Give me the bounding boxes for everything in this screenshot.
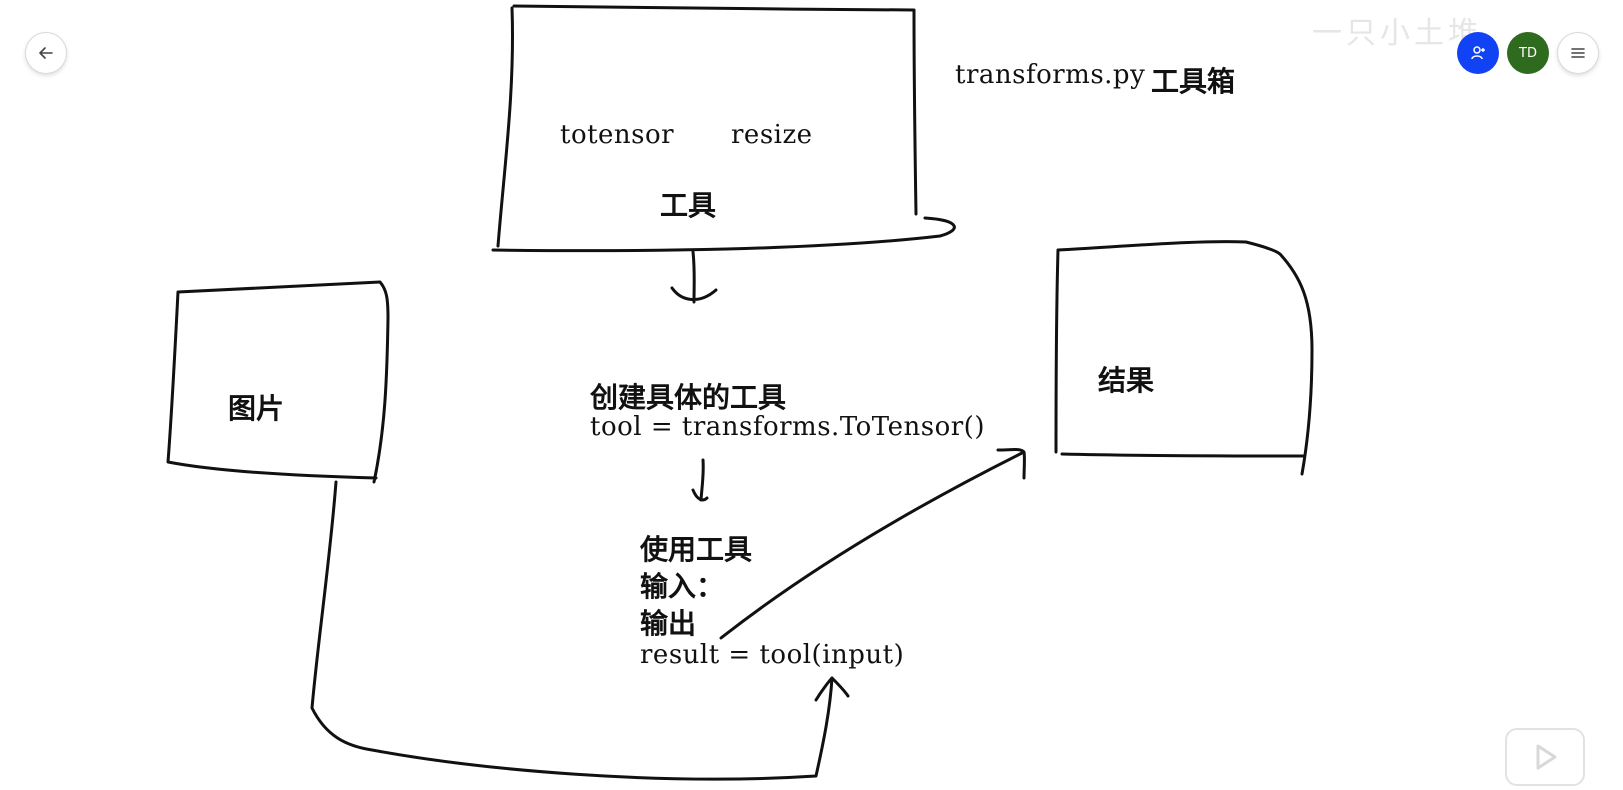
user-avatar[interactable]: TD	[1507, 32, 1549, 74]
toolbox-item-resize: resize	[731, 120, 813, 150]
back-button[interactable]	[25, 32, 67, 74]
watermark: 一只小土堆	[1312, 16, 1482, 51]
toolbox-box-outline	[491, 4, 956, 253]
arrow-down-2	[691, 458, 709, 502]
step-use-label: 使用工具	[640, 533, 753, 566]
image-box-label: 图片	[228, 392, 285, 425]
result-box-label: 结果	[1098, 364, 1155, 397]
image-box-outline	[166, 280, 390, 484]
play-button[interactable]	[1505, 728, 1585, 786]
step-output-label: 输出	[640, 607, 697, 640]
result-box-outline	[1054, 240, 1314, 476]
toolbox-item-totensor: totensor	[560, 120, 675, 150]
step-use-code: result = tool(input)	[640, 640, 905, 670]
arrow-from-image	[310, 480, 850, 781]
step-create-code: tool = transforms.ToTensor()	[590, 412, 985, 442]
arrow-to-result	[719, 448, 1026, 640]
toolbox-title-code: transforms.py	[955, 60, 1146, 90]
add-user-icon	[1471, 46, 1485, 60]
arrow-left-icon	[39, 47, 53, 59]
avatar-initials: TD	[1519, 45, 1537, 61]
menu-button[interactable]	[1557, 32, 1599, 74]
share-button[interactable]	[1457, 32, 1499, 74]
step-create-label: 创建具体的工具	[590, 381, 787, 414]
toolbox-title-cn: 工具箱	[1151, 65, 1236, 98]
hamburger-menu-icon	[1571, 48, 1585, 58]
toolbox-box-label: 工具	[660, 189, 717, 222]
arrow-down-1	[670, 250, 718, 304]
step-input-label: 输入：	[640, 570, 725, 603]
play-icon	[1536, 744, 1557, 770]
